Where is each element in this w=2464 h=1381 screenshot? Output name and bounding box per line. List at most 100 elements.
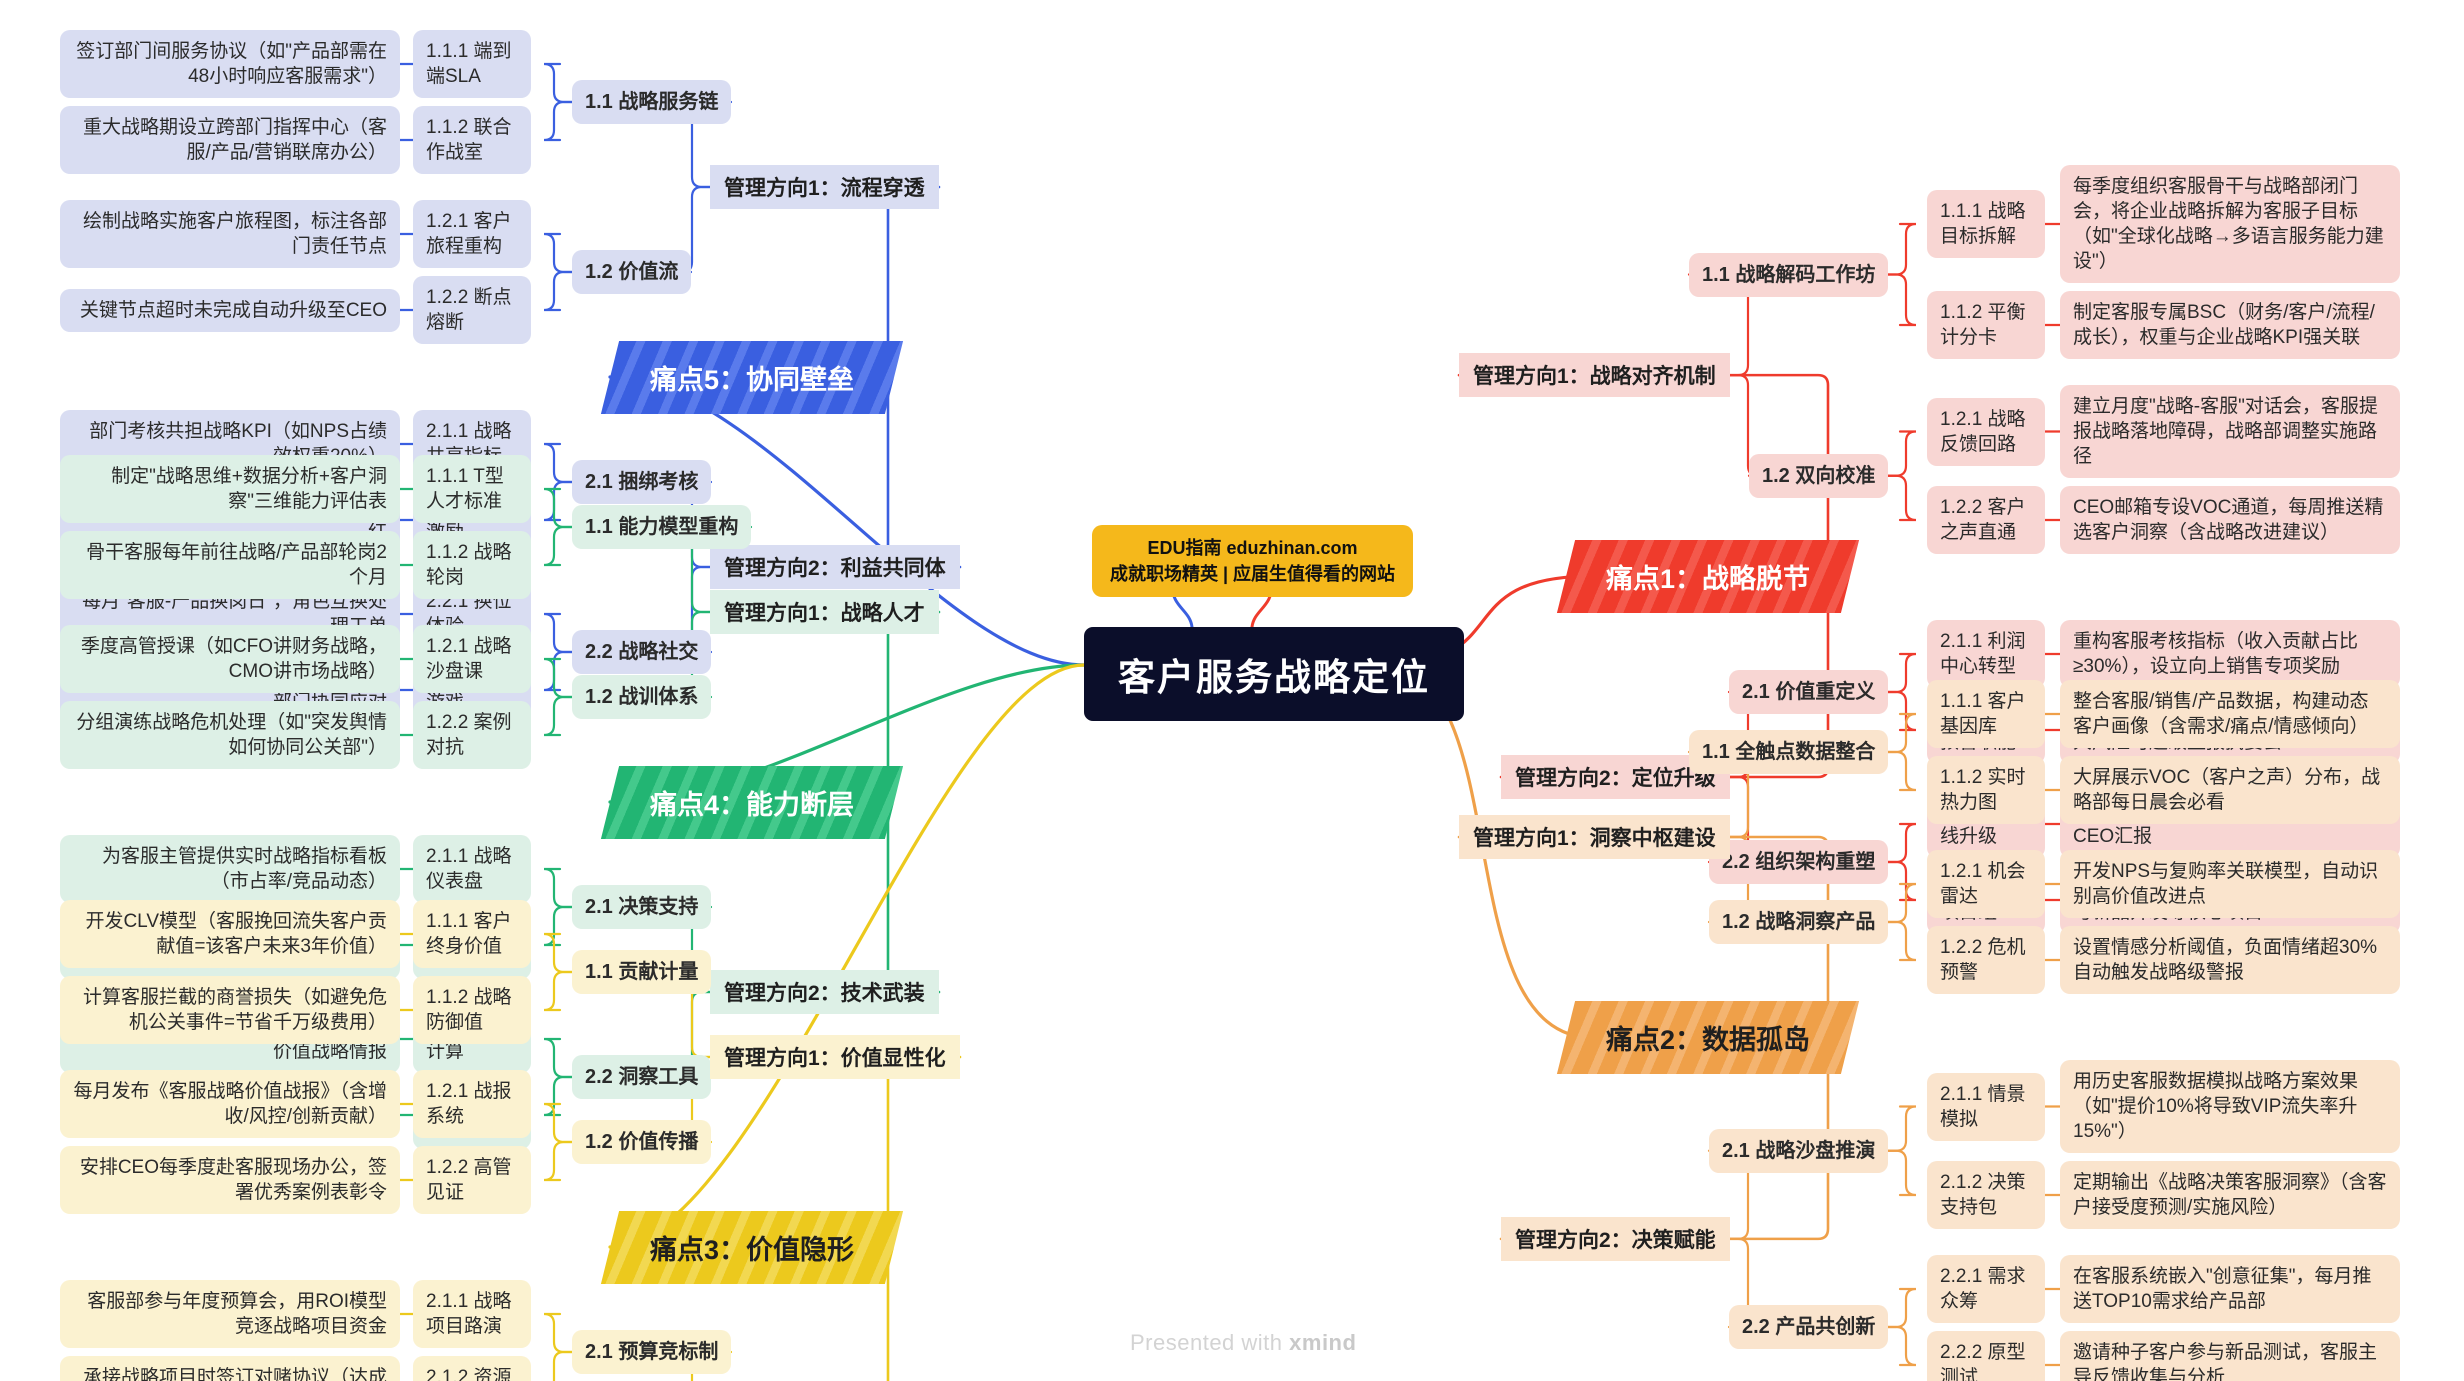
leaf-node[interactable]: 开发CLV模型（客服挽回流失客户贡献值=该客户未来3年价值） <box>60 900 400 969</box>
leaf-node[interactable]: 每月发布《客服战略价值战报》（含增收/风控/创新贡献） <box>60 1070 400 1139</box>
leaf-node[interactable]: 计算客服拦截的商誉损失（如避免危机公关事件=节省千万级费用） <box>60 976 400 1045</box>
sub-node[interactable]: 2.2 洞察工具 <box>572 1055 712 1100</box>
mid-node[interactable]: 1.1.1 客户终身价值 <box>413 900 531 969</box>
pain-point-pain2[interactable]: 痛点2：数据孤岛 <box>1580 1006 1836 1069</box>
mid-node[interactable]: 1.1.2 战略防御值 <box>413 976 531 1045</box>
pain-point-pain3[interactable]: 痛点3：价值隐形 <box>624 1216 880 1279</box>
leaf-node[interactable]: 骨干客服每年前往战略/产品部轮岗2个月 <box>60 531 400 600</box>
mid-node[interactable]: 1.2.2 危机预警 <box>1927 926 2045 995</box>
leaf-node[interactable]: 分组演练战略危机处理（如"突发舆情如何协同公关部"） <box>60 701 400 770</box>
direction-label[interactable]: 管理方向1：洞察中枢建设 <box>1459 815 1730 859</box>
leaf-node[interactable]: 每季度组织客服骨干与战略部闭门会，将企业战略拆解为客服子目标（如"全球化战略→多… <box>2060 165 2400 284</box>
mid-node[interactable]: 2.1.1 情景模拟 <box>1927 1072 2045 1141</box>
sub-node[interactable]: 1.2 价值流 <box>572 250 692 295</box>
pain-point-label: 痛点5：协同壁垒 <box>650 364 855 395</box>
mid-node[interactable]: 1.2.2 案例对抗 <box>413 701 531 770</box>
sub-node[interactable]: 1.2 价值传播 <box>572 1120 712 1165</box>
direction-label[interactable]: 管理方向1：流程穿透 <box>710 165 939 209</box>
direction-label[interactable]: 管理方向1：价值显性化 <box>710 1035 960 1079</box>
pain-point-label: 痛点4：能力断层 <box>650 789 855 820</box>
leaf-node[interactable]: 开发NPS与复购率关联模型，自动识别高价值改进点 <box>2060 850 2400 919</box>
mid-node[interactable]: 1.1.2 实时热力图 <box>1927 756 2045 825</box>
mid-node[interactable]: 1.1.2 联合作战室 <box>413 106 531 175</box>
leaf-node[interactable]: 整合客服/销售/产品数据，构建动态客户画像（含需求/痛点/情感倾向） <box>2060 680 2400 749</box>
sub-node[interactable]: 2.1 捆绑考核 <box>572 460 712 505</box>
mid-node[interactable]: 2.2.1 需求众筹 <box>1927 1255 2045 1324</box>
sub-node[interactable]: 1.1 全触点数据整合 <box>1689 730 1889 775</box>
sub-node[interactable]: 2.2 战略社交 <box>572 630 712 675</box>
promo-banner: EDU指南 eduzhinan.com 成就职场精英 | 应届生值得看的网站 <box>1092 525 1414 598</box>
leaf-node[interactable]: 邀请种子客户参与新品测试，客服主导反馈收集与分析 <box>2060 1331 2400 1381</box>
xmind-watermark: Presented with xmind <box>1130 1330 1356 1356</box>
leaf-node[interactable]: 重大战略期设立跨部门指挥中心（客服/产品/营销联席办公） <box>60 106 400 175</box>
mid-node[interactable]: 2.1.1 战略仪表盘 <box>413 835 531 904</box>
mid-node[interactable]: 1.2.1 客户旅程重构 <box>413 200 531 269</box>
mid-node[interactable]: 1.2.1 战略沙盘课 <box>413 625 531 694</box>
leaf-node[interactable]: 重构客服考核指标（收入贡献占比≥30%），设立向上销售专项奖励 <box>2060 620 2400 689</box>
sub-node[interactable]: 2.1 价值重定义 <box>1729 670 1889 715</box>
leaf-node[interactable]: 承接战略项目时签订对赌协议（达成目标获取超额资源） <box>60 1356 400 1381</box>
sub-node[interactable]: 1.2 战训体系 <box>572 675 712 720</box>
leaf-node[interactable]: 制定"战略思维+数据分析+客户洞察"三维能力评估表 <box>60 455 400 524</box>
mid-node[interactable]: 2.1.2 决策支持包 <box>1927 1161 2045 1230</box>
mid-node[interactable]: 1.2.1 战略反馈回路 <box>1927 397 2045 466</box>
leaf-node[interactable]: 客服部参与年度预算会，用ROI模型竞逐战略项目资金 <box>60 1280 400 1349</box>
pain-point-label: 痛点3：价值隐形 <box>650 1234 855 1265</box>
watermark-prefix: Presented with <box>1130 1330 1290 1355</box>
sub-node[interactable]: 1.1 战略服务链 <box>572 80 732 125</box>
sub-node[interactable]: 2.2 产品共创新 <box>1729 1305 1889 1350</box>
pain-point-pain5[interactable]: 痛点5：协同壁垒 <box>624 346 880 409</box>
mid-node[interactable]: 1.1.1 T型人才标准 <box>413 455 531 524</box>
root-node[interactable]: 客户服务战略定位 <box>1084 627 1464 721</box>
mid-node[interactable]: 1.2.2 断点熔断 <box>413 276 531 345</box>
direction-label[interactable]: 管理方向1：战略人才 <box>710 590 939 634</box>
pain-point-label: 痛点2：数据孤岛 <box>1606 1025 1811 1056</box>
pain-point-pain1[interactable]: 痛点1：战略脱节 <box>1580 545 1836 608</box>
leaf-node[interactable]: 为客服主管提供实时战略指标看板（市占率/竞品动态） <box>60 835 400 904</box>
mid-node[interactable]: 1.1.1 客户基因库 <box>1927 680 2045 749</box>
sub-node[interactable]: 1.2 战略洞察产品 <box>1709 900 1889 945</box>
mid-node[interactable]: 2.2.2 原型测试 <box>1927 1331 2045 1381</box>
leaf-node[interactable]: 关键节点超时未完成自动升级至CEO <box>60 288 400 332</box>
mid-node[interactable]: 2.1.1 战略项目路演 <box>413 1280 531 1349</box>
mid-node[interactable]: 1.2.2 客户之声直通 <box>1927 486 2045 555</box>
direction-label[interactable]: 管理方向2：利益共同体 <box>710 545 960 589</box>
direction-label[interactable]: 管理方向2：决策赋能 <box>1501 1216 1730 1261</box>
mid-node[interactable]: 2.1.2 资源对赌 <box>413 1356 531 1381</box>
sub-node[interactable]: 2.2 组织架构重塑 <box>1709 840 1889 885</box>
sub-node[interactable]: 1.1 能力模型重构 <box>572 505 752 550</box>
leaf-node[interactable]: 签订部门间服务协议（如"产品部需在48小时响应客服需求"） <box>60 30 400 99</box>
promo-banner-line2: 成就职场精英 | 应届生值得看的网站 <box>1110 564 1396 585</box>
mid-node[interactable]: 1.2.2 高管见证 <box>413 1146 531 1215</box>
sub-node[interactable]: 1.1 战略解码工作坊 <box>1689 252 1889 297</box>
sub-node[interactable]: 2.1 战略沙盘推演 <box>1709 1128 1889 1174</box>
leaf-node[interactable]: 安排CEO每季度赴客服现场办公，签署优秀案例表彰令 <box>60 1146 400 1215</box>
mid-node[interactable]: 1.1.2 战略轮岗 <box>413 531 531 600</box>
leaf-node[interactable]: 大屏展示VOC（客户之声）分布，战略部每日晨会必看 <box>2060 756 2400 825</box>
mid-node[interactable]: 1.1.1 战略目标拆解 <box>1927 190 2045 259</box>
sub-node[interactable]: 2.1 预算竞标制 <box>572 1330 732 1375</box>
leaf-node[interactable]: 绘制战略实施客户旅程图，标注各部门责任节点 <box>60 200 400 269</box>
sub-node[interactable]: 1.1 贡献计量 <box>572 950 712 995</box>
leaf-node[interactable]: 定期输出《战略决策客服洞察》（含客户接受度预测/实施风险） <box>2060 1161 2400 1230</box>
mid-node[interactable]: 1.2.1 机会雷达 <box>1927 850 2045 919</box>
promo-banner-line1: EDU指南 eduzhinan.com <box>1147 538 1358 558</box>
leaf-node[interactable]: 用历史客服数据模拟战略方案效果（如"提价10%将导致VIP流失率升15%"） <box>2060 1060 2400 1154</box>
mid-node[interactable]: 1.1.2 平衡计分卡 <box>1927 291 2045 360</box>
direction-label[interactable]: 管理方向2：技术武装 <box>710 970 939 1014</box>
leaf-node[interactable]: 建立月度"战略-客服"对话会，客服提报战略落地障碍，战略部调整实施路径 <box>2060 385 2400 479</box>
leaf-node[interactable]: CEO邮箱专设VOC通道，每周推送精选客户洞察（含战略改进建议） <box>2060 486 2400 555</box>
mid-node[interactable]: 1.1.1 端到端SLA <box>413 30 531 99</box>
watermark-brand: xmind <box>1289 1330 1357 1355</box>
leaf-node[interactable]: 季度高管授课（如CFO讲财务战略，CMO讲市场战略） <box>60 625 400 694</box>
mid-node[interactable]: 2.1.1 利润中心转型 <box>1927 620 2045 689</box>
sub-node[interactable]: 1.2 双向校准 <box>1749 453 1889 499</box>
leaf-node[interactable]: 设置情感分析阈值，负面情绪超30%自动触发战略级警报 <box>2060 926 2400 995</box>
leaf-node[interactable]: 制定客服专属BSC（财务/客户/流程/成长），权重与企业战略KPI强关联 <box>2060 291 2400 360</box>
direction-label[interactable]: 管理方向1：战略对齐机制 <box>1459 353 1730 398</box>
leaf-node[interactable]: 在客服系统嵌入"创意征集"，每月推送TOP10需求给产品部 <box>2060 1255 2400 1324</box>
sub-node[interactable]: 2.1 决策支持 <box>572 885 712 930</box>
mid-node[interactable]: 1.2.1 战报系统 <box>413 1070 531 1139</box>
pain-point-pain4[interactable]: 痛点4：能力断层 <box>624 771 880 834</box>
